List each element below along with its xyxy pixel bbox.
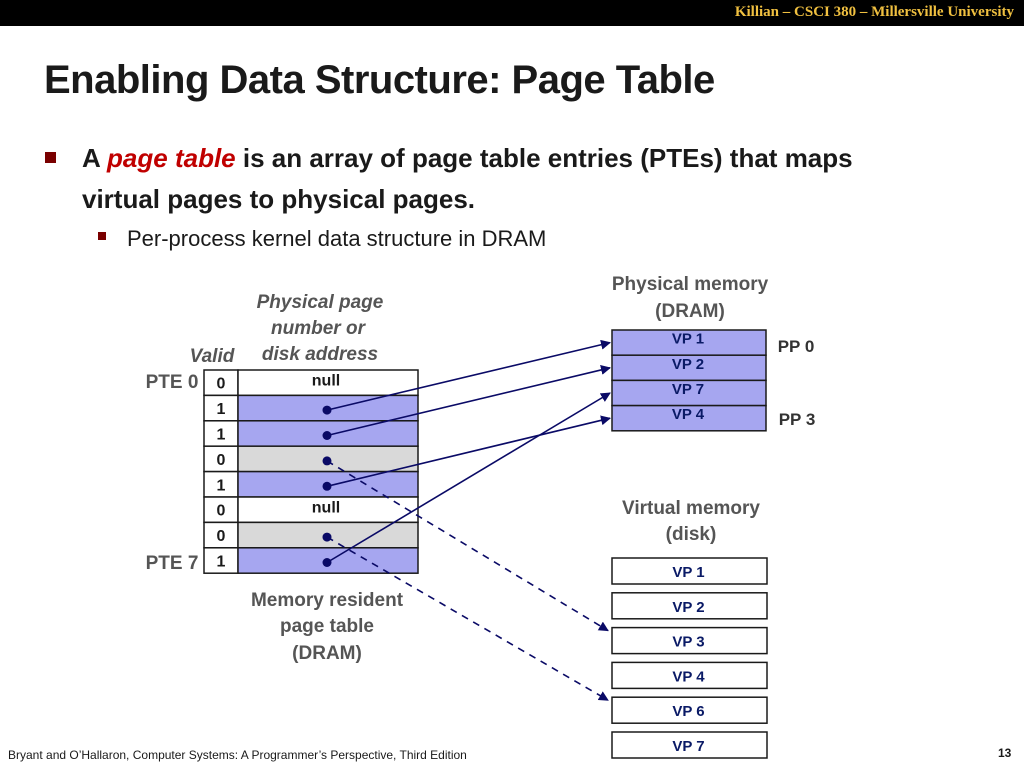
pte-address-cell	[237, 369, 419, 397]
pte-valid-cell	[203, 496, 239, 524]
bullet-main-post: is an array of page table entries (PTEs)…	[82, 143, 853, 214]
virtual-page-label: VP 7	[672, 738, 704, 755]
pte-null-value: null	[312, 500, 340, 517]
physical-memory-blocks: VP 1 VP 2 VP 7 VP 4	[611, 329, 767, 432]
pp3-label: PP 3	[779, 410, 816, 429]
virtual-page-block	[611, 661, 768, 690]
bullet-main: A page table is an array of page table e…	[82, 138, 902, 220]
page-table: 0 null 1 1 0 1 0 null 0 1	[203, 369, 419, 574]
bullet-square-icon	[45, 152, 56, 163]
physical-page-block	[611, 329, 767, 356]
footer-citation: Bryant and O’Hallaron, Computer Systems:…	[8, 748, 467, 762]
pte-valid-value: 1	[217, 554, 226, 571]
physical-page-block	[611, 404, 767, 432]
pte-valid-value: 1	[217, 477, 226, 494]
physical-page-label: VP 4	[672, 406, 705, 423]
header-bar: Killian – CSCI 380 – Millersville Univer…	[0, 0, 1024, 26]
virtual-memory-label-line1: Virtual memory	[622, 498, 760, 519]
mem-resident-label-line1: Memory resident	[251, 590, 404, 611]
ppn-label-line2: number or	[271, 318, 367, 339]
page-number: 13	[998, 746, 1012, 760]
slide-title: Enabling Data Structure: Page Table	[44, 58, 715, 102]
pte-valid-value: 0	[217, 503, 226, 520]
virtual-page-block	[611, 626, 768, 655]
physical-page-label: VP 7	[672, 381, 704, 398]
pte-valid-value: 1	[217, 401, 226, 418]
sub-bullet-square-icon	[98, 232, 106, 240]
virtual-page-label: VP 3	[672, 634, 704, 651]
disk-mapping-arrow	[326, 460, 609, 632]
course-header: Killian – CSCI 380 – Millersville Univer…	[734, 4, 1014, 20]
resident-mapping-arrow	[326, 392, 611, 564]
pte-valid-value: 1	[217, 427, 226, 444]
virtual-page-label: VP 2	[672, 599, 704, 616]
virtual-page-block	[611, 696, 768, 724]
virtual-page-label: VP 6	[672, 703, 704, 720]
pte7-label: PTE 7	[146, 553, 199, 574]
pte-valid-value: 0	[217, 452, 226, 469]
virtual-page-label: VP 4	[672, 668, 705, 685]
pte-valid-cell	[203, 394, 239, 422]
pp0-label: PP 0	[778, 337, 815, 356]
disk-mapping-arrow	[326, 536, 609, 701]
physical-memory-label-line1: Physical memory	[612, 274, 769, 295]
pte-valid-cell	[203, 521, 239, 549]
virtual-memory-label-line2: (disk)	[666, 524, 717, 545]
physical-page-block	[611, 379, 767, 407]
physical-memory-label-line2: (DRAM)	[655, 301, 725, 322]
mem-resident-label-line2: page table	[280, 616, 374, 637]
bullet-sub: Per-process kernel data structure in DRA…	[127, 226, 547, 251]
pte-valid-value: 0	[217, 376, 226, 393]
virtual-memory-blocks: VP 1 VP 2 VP 3 VP 4 VP 6 VP 7	[611, 557, 768, 759]
mem-resident-label-line3: (DRAM)	[292, 643, 362, 664]
pte-null-value: null	[312, 373, 340, 390]
mapping-arrows	[326, 339, 611, 701]
physical-page-label: VP 1	[672, 331, 704, 348]
ppn-label-line3: disk address	[262, 344, 378, 365]
resident-mapping-arrow	[326, 339, 611, 411]
virtual-page-label: VP 1	[672, 564, 704, 581]
virtual-page-block	[611, 592, 768, 620]
pte0-label: PTE 0	[146, 372, 199, 393]
physical-page-label: VP 2	[672, 356, 704, 373]
resident-mapping-arrow	[326, 415, 611, 488]
ppn-label-line1: Physical page	[257, 292, 384, 313]
virtual-page-block	[611, 557, 768, 585]
valid-label: Valid	[190, 346, 235, 367]
virtual-page-block	[611, 731, 768, 759]
resident-mapping-arrow	[326, 365, 611, 437]
bullet-main-pre: A	[82, 143, 108, 173]
bullet-main-emphasis: page table	[107, 143, 236, 173]
pte-valid-value: 0	[217, 528, 226, 545]
